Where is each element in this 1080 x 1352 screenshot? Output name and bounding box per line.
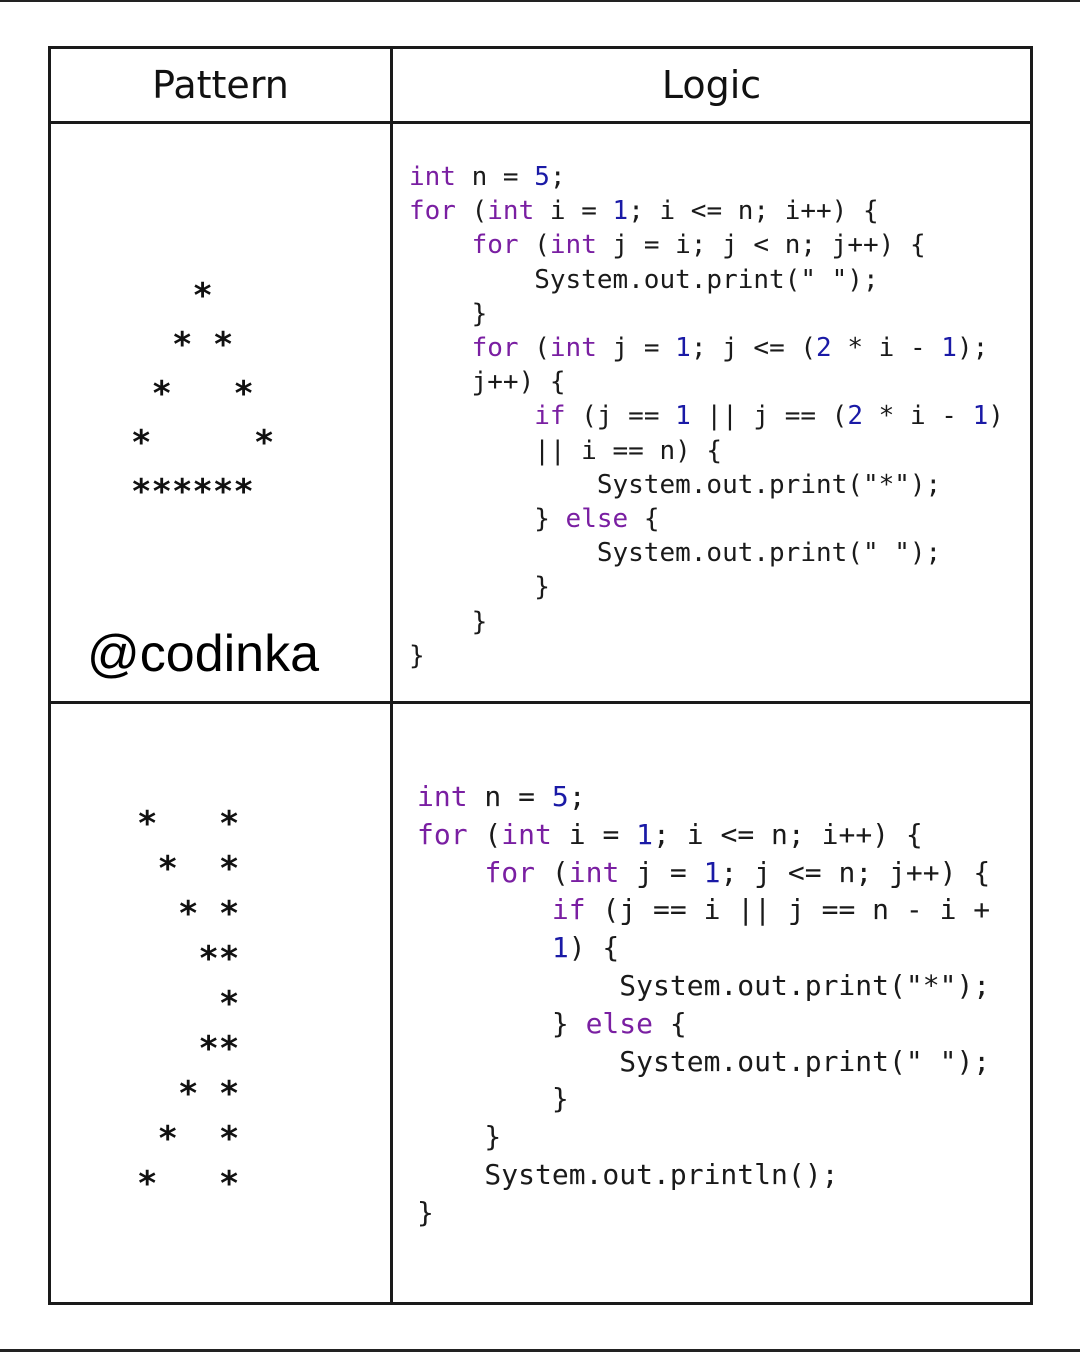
header-row: Pattern Logic: [48, 46, 1033, 124]
example-row-2: * * * * * * ** * ** * * * * * * int n = …: [48, 701, 1033, 1305]
logic-header: Logic: [390, 46, 1033, 124]
logic-cell-2: int n = 5; for (int i = 1; i <= n; i++) …: [390, 701, 1033, 1305]
bottom-rule: [0, 1349, 1080, 1352]
top-rule: [0, 0, 1080, 2]
code-block-1: int n = 5; for (int i = 1; i <= n; i++) …: [409, 162, 1004, 671]
code-block-2: int n = 5; for (int i = 1; i <= n; i++) …: [417, 780, 991, 1229]
pattern-cell-2: * * * * * * ** * ** * * * * * *: [48, 701, 393, 1305]
pattern-header: Pattern: [48, 46, 393, 124]
example-row-1: * * * * * * * ****** @codinka int n = 5;…: [48, 121, 1033, 704]
pattern-logic-table: Pattern Logic * * * * * * * ****** @codi…: [48, 46, 1033, 1305]
star-pattern-x: * * * * * * ** * ** * * * * * *: [137, 804, 240, 1204]
pattern-cell-1: * * * * * * * ****** @codinka: [48, 121, 393, 704]
logic-cell-1: int n = 5; for (int i = 1; i <= n; i++) …: [390, 121, 1033, 704]
watermark-handle: @codinka: [87, 625, 320, 683]
star-pattern-triangle: * * * * * * * ******: [131, 276, 275, 512]
